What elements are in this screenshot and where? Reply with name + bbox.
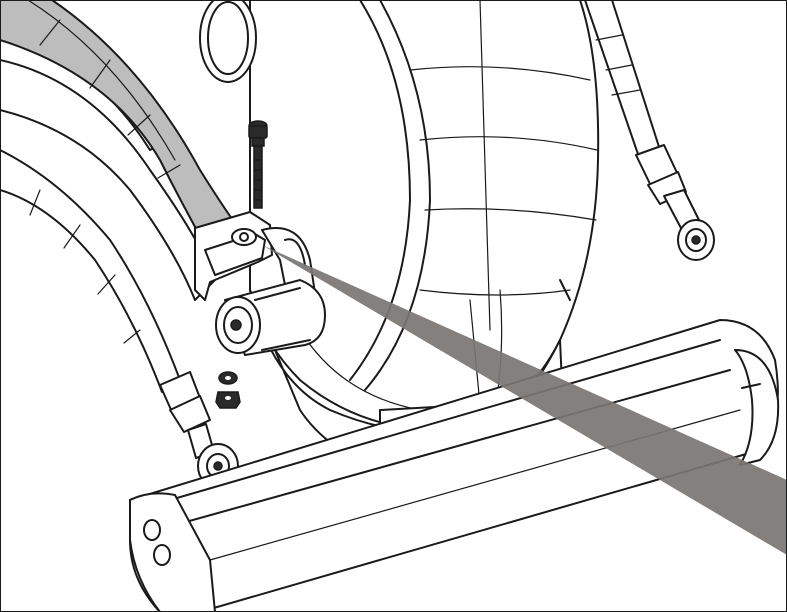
detail-callout-beam xyxy=(262,245,787,555)
front-stabilizer-base xyxy=(129,319,780,612)
pivot-bearing xyxy=(215,279,326,356)
left-pedal-rail xyxy=(0,149,211,433)
right-handlebar-arm xyxy=(584,0,687,205)
right-linkage-rod xyxy=(663,189,715,261)
flywheel-shroud xyxy=(199,0,600,471)
bolt xyxy=(248,120,268,209)
washer xyxy=(218,371,238,385)
nut xyxy=(215,391,241,409)
